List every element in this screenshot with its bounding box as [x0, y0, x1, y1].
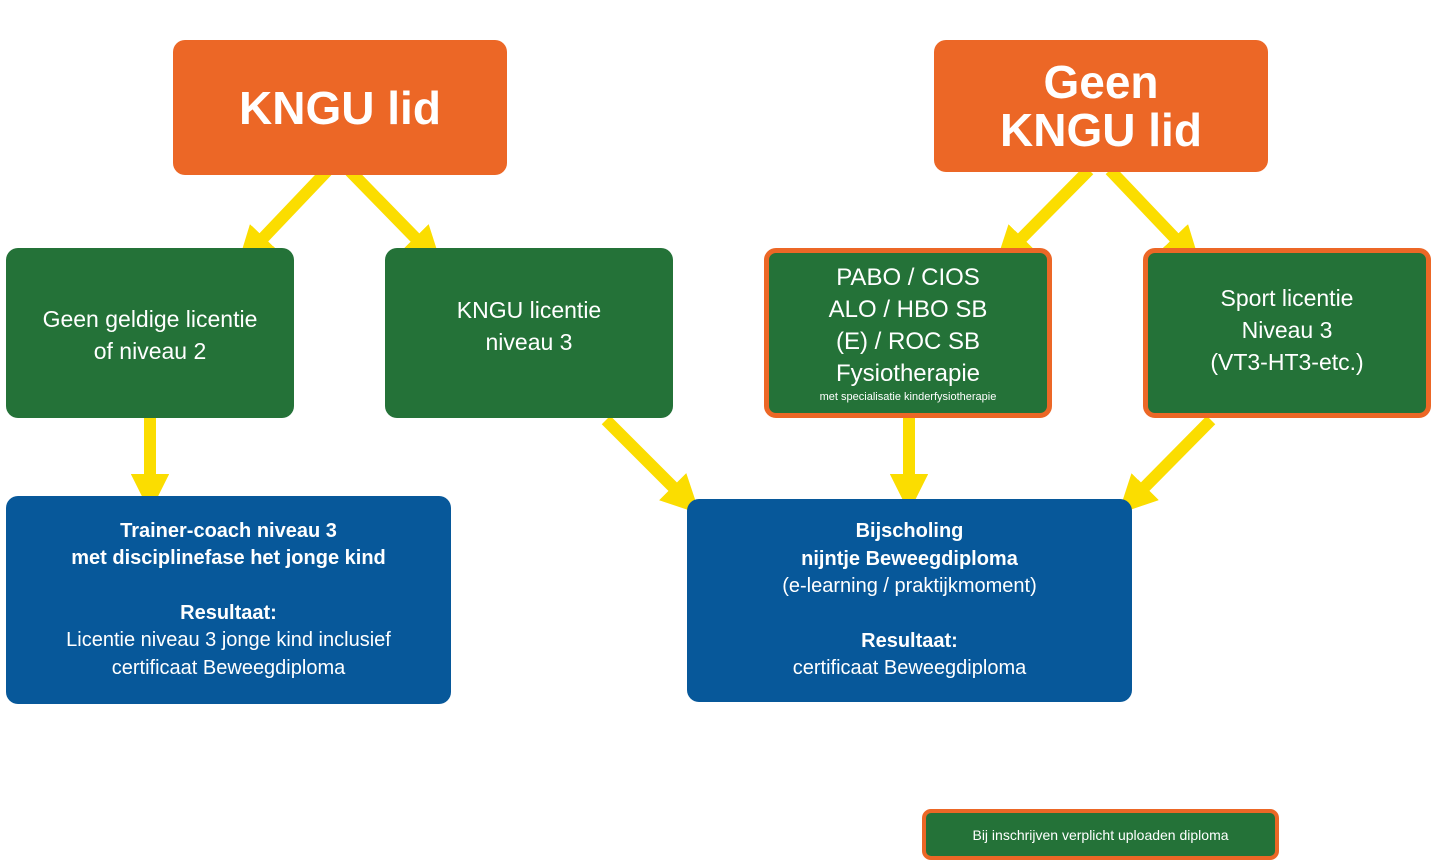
- node-trainer-result-2: certificaat Beweegdiploma: [111, 656, 346, 679]
- arrow-geen-kngu-to-sport: [1105, 165, 1201, 266]
- node-geen-licentie-line-2: of niveau 2: [93, 338, 207, 364]
- node-pabo-note: met specialisatie kinderfysiotherapie: [819, 391, 997, 403]
- arrow-kngu-to-geen-licentie: [237, 166, 332, 266]
- node-pabo-line-3: (E) / ROC SB: [835, 328, 980, 355]
- node-bijscholing-result-label: Resultaat:: [861, 629, 958, 652]
- node-geen-kngu-lid-line-1: Geen: [1043, 56, 1159, 108]
- node-geen-licentie-line-1: Geen geldige licentie: [42, 306, 258, 332]
- node-pabo-line-2: ALO / HBO SB: [828, 296, 988, 323]
- node-geen-kngu-lid-line-2: KNGU lid: [1000, 104, 1202, 156]
- node-sport-line-2: Niveau 3: [1241, 317, 1333, 343]
- node-kngu-lid-label: KNGU lid: [239, 81, 441, 134]
- node-kngu-lid: KNGU lid: [173, 40, 507, 175]
- node-geen-geldige-licentie: Geen geldige licentie of niveau 2: [6, 248, 294, 418]
- node-trainer-result-label: Resultaat:: [180, 601, 277, 624]
- arrow-geen-kngu-to-pabo: [995, 165, 1094, 265]
- node-pabo-cios-alo: PABO / CIOS ALO / HBO SB (E) / ROC SB Fy…: [764, 248, 1052, 418]
- node-bijscholing-title-1: Bijscholing: [855, 520, 964, 543]
- node-trainer-result-1: Licentie niveau 3 jonge kind inclusief: [66, 629, 391, 652]
- node-kngu-licentie-line-1: KNGU licentie: [456, 297, 602, 323]
- node-bijscholing: Bijscholing nijntje Beweegdiploma (e-lea…: [687, 499, 1132, 702]
- node-kngu-licentie-line-2: niveau 3: [485, 329, 573, 355]
- node-bijscholing-subtitle: (e-learning / praktijkmoment): [782, 575, 1037, 598]
- node-pabo-line-1: PABO / CIOS: [836, 264, 980, 291]
- node-trainer-title-1: Trainer-coach niveau 3: [120, 519, 337, 542]
- node-trainer-coach: Trainer-coach niveau 3 met disciplinefas…: [6, 496, 451, 704]
- node-bijscholing-title-2: nijntje Beweegdiploma: [801, 547, 1018, 570]
- node-bijscholing-result: certificaat Beweegdiploma: [792, 657, 1027, 680]
- arrow-kngu-licentie-to-bijscholing: [601, 415, 700, 514]
- legend-text: Bij inschrijven verplicht uploaden diplo…: [972, 826, 1229, 843]
- node-trainer-title-2: met disciplinefase het jonge kind: [71, 547, 386, 570]
- arrow-kngu-to-kngu-licentie: [345, 166, 442, 265]
- node-sport-line-1: Sport licentie: [1220, 285, 1354, 311]
- node-sport-line-3: (VT3-HT3-etc.): [1210, 349, 1364, 375]
- node-pabo-line-4: Fysiotherapie: [835, 360, 981, 387]
- legend-upload-diploma: Bij inschrijven verplicht uploaden diplo…: [922, 809, 1279, 860]
- node-kngu-licentie-niveau-3: KNGU licentie niveau 3: [385, 248, 673, 418]
- node-sport-licentie: Sport licentie Niveau 3 (VT3-HT3-etc.): [1143, 248, 1431, 418]
- node-geen-kngu-lid: Geen KNGU lid: [934, 40, 1268, 172]
- arrow-sport-to-bijscholing: [1118, 415, 1216, 514]
